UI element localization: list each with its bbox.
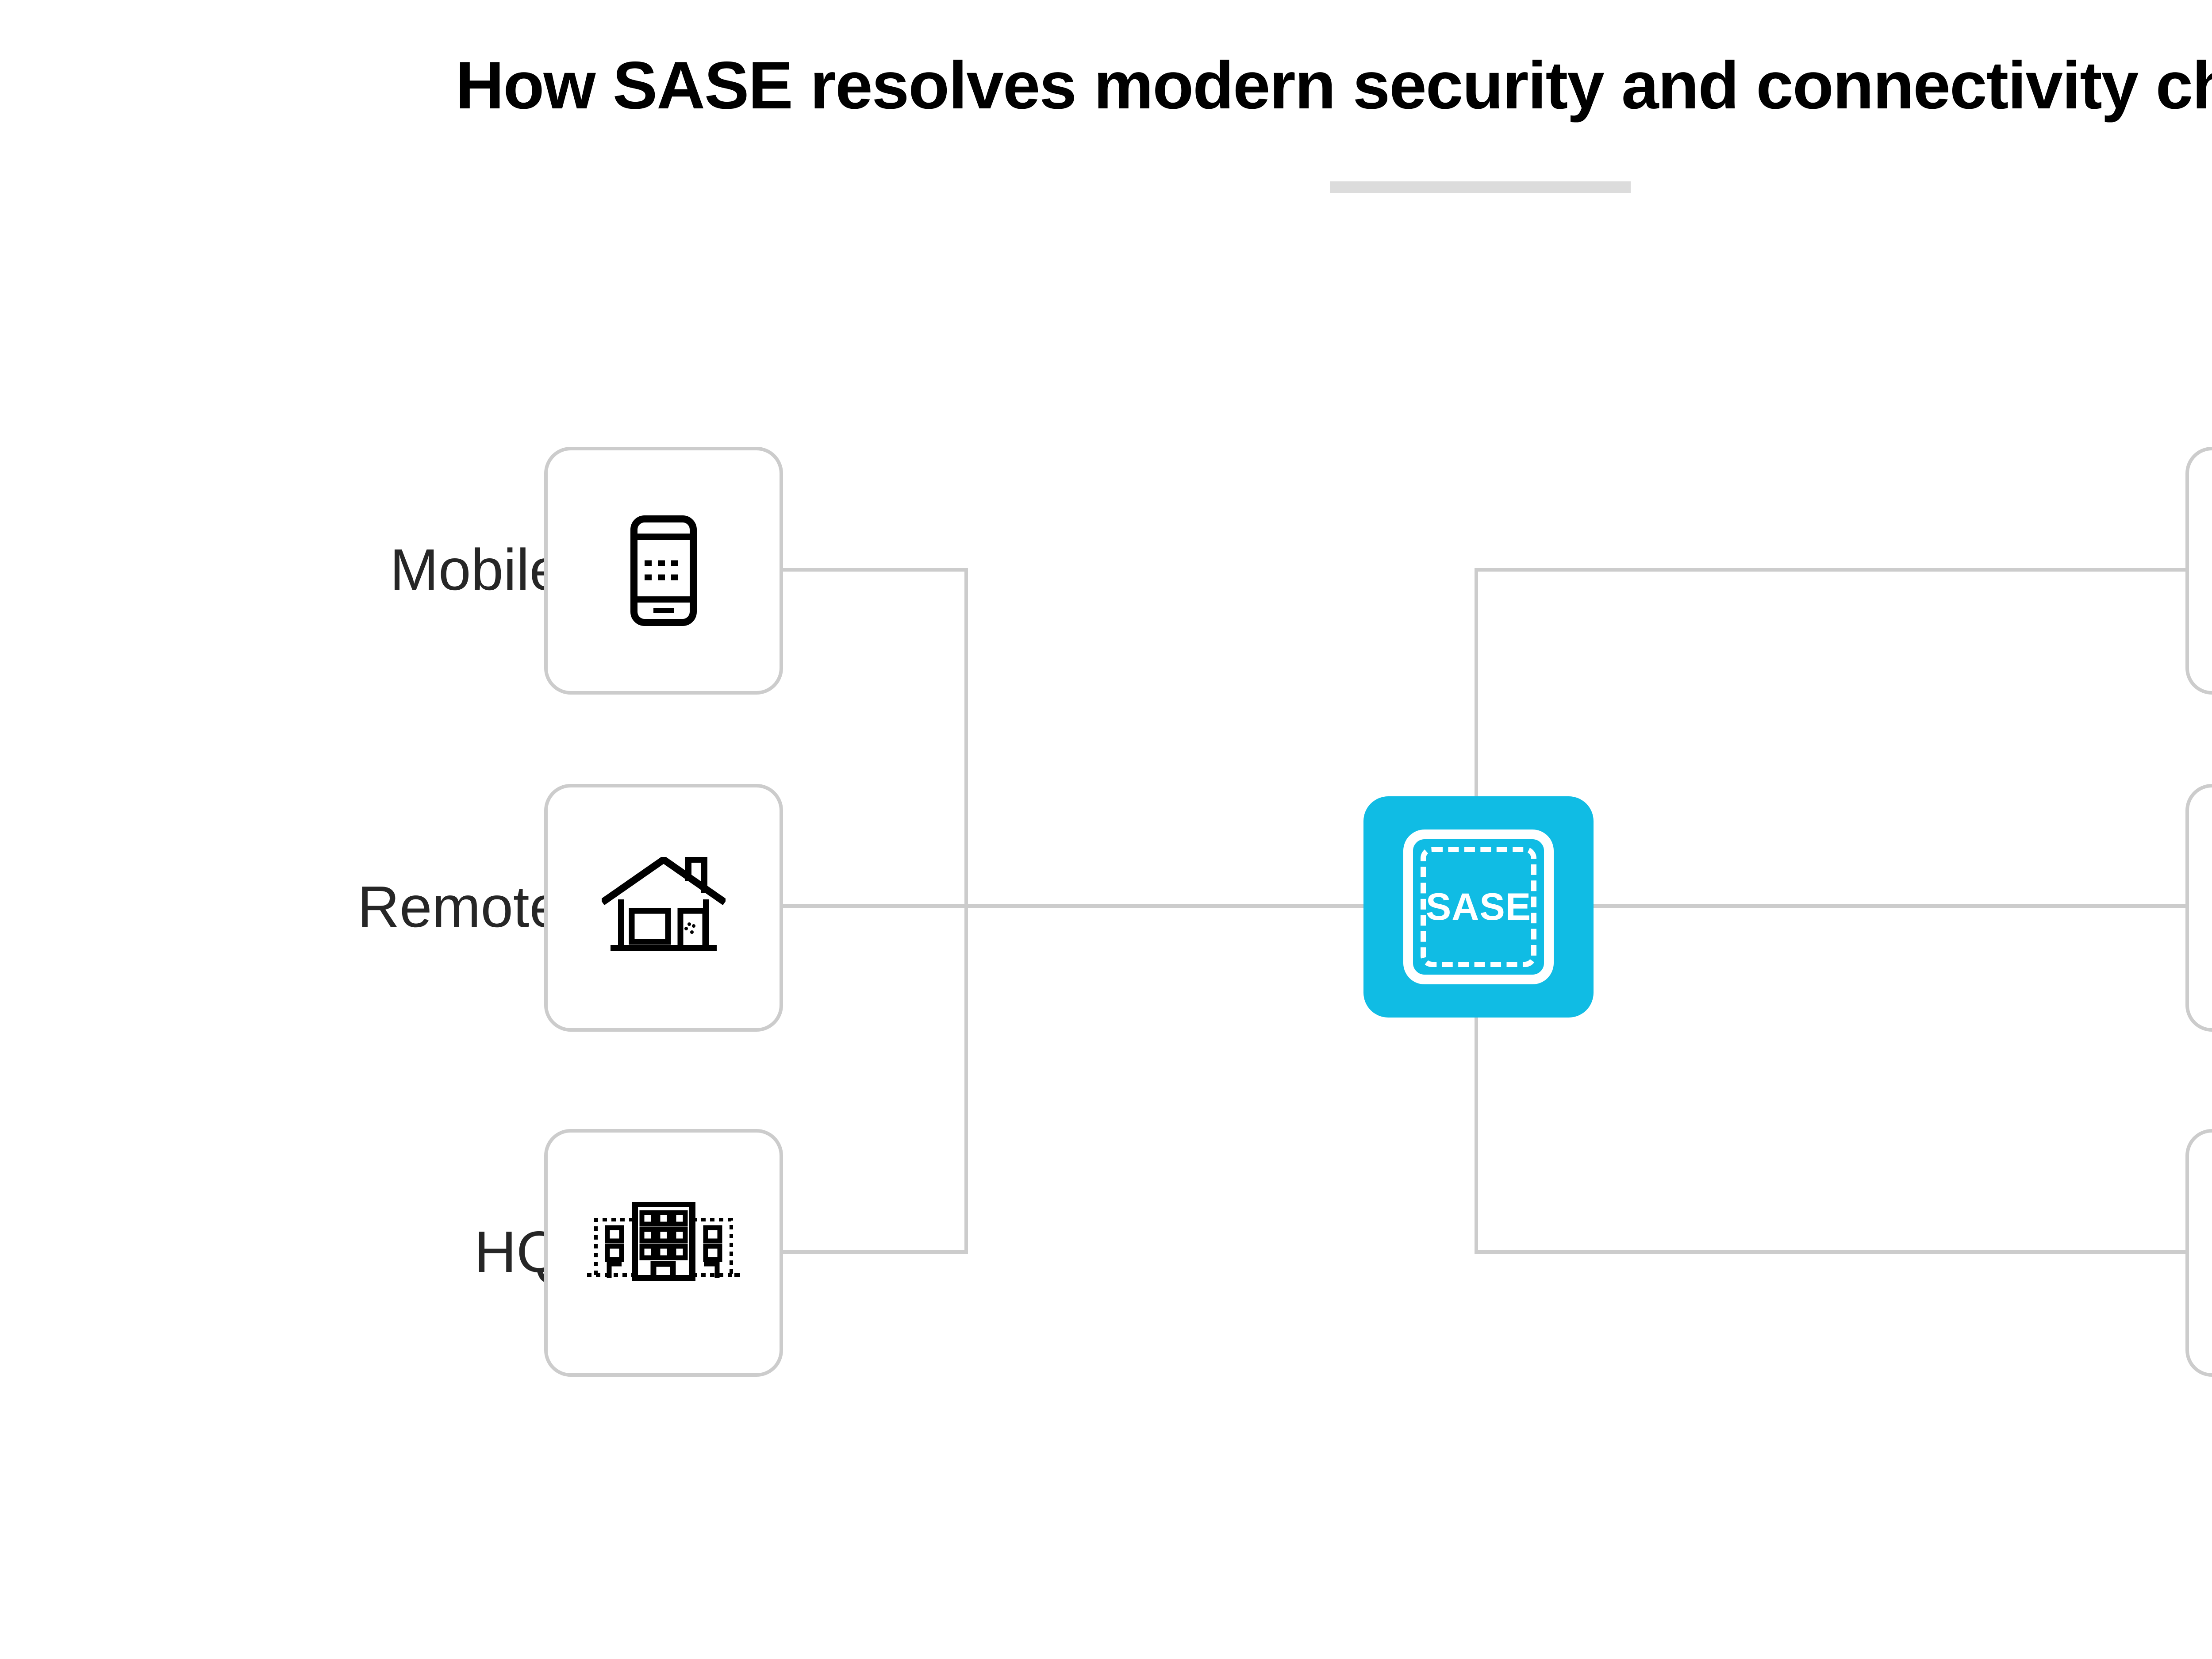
office-building-icon <box>586 1202 741 1304</box>
connector-hq-horizontal <box>783 1250 968 1254</box>
page-title: How SASE resolves modern security and co… <box>455 48 2212 123</box>
connector-mobile-horizontal <box>783 568 968 572</box>
node-card-mobile[interactable] <box>544 447 783 695</box>
connector-left-bus-vertical <box>964 568 968 1254</box>
title-divider <box>1330 181 1631 193</box>
connector-datacenter-apps-horizontal <box>1475 1250 2189 1254</box>
connector-datacenter-horizontal <box>1591 904 2189 908</box>
node-card-data-center[interactable] <box>2185 784 2212 1032</box>
sase-shield-icon: SASE <box>1403 830 1554 984</box>
house-icon <box>602 857 726 959</box>
connector-remote-horizontal <box>783 904 1366 908</box>
node-label-hq: HQ <box>474 1219 562 1284</box>
sase-label: SASE <box>1425 885 1532 928</box>
node-label-mobile: Mobile <box>390 537 562 602</box>
connector-cloud-horizontal <box>1475 568 2189 572</box>
mobile-phone-icon <box>630 515 697 626</box>
sase-dashed-border: SASE <box>1421 847 1536 967</box>
node-card-data-center-apps[interactable] <box>2185 1129 2212 1377</box>
node-card-remote[interactable] <box>544 784 783 1032</box>
node-card-hq[interactable] <box>544 1129 783 1377</box>
node-card-cloud-services[interactable] <box>2185 447 2212 695</box>
node-label-remote: Remote <box>357 874 562 939</box>
sase-center-node[interactable]: SASE <box>1363 796 1594 1018</box>
